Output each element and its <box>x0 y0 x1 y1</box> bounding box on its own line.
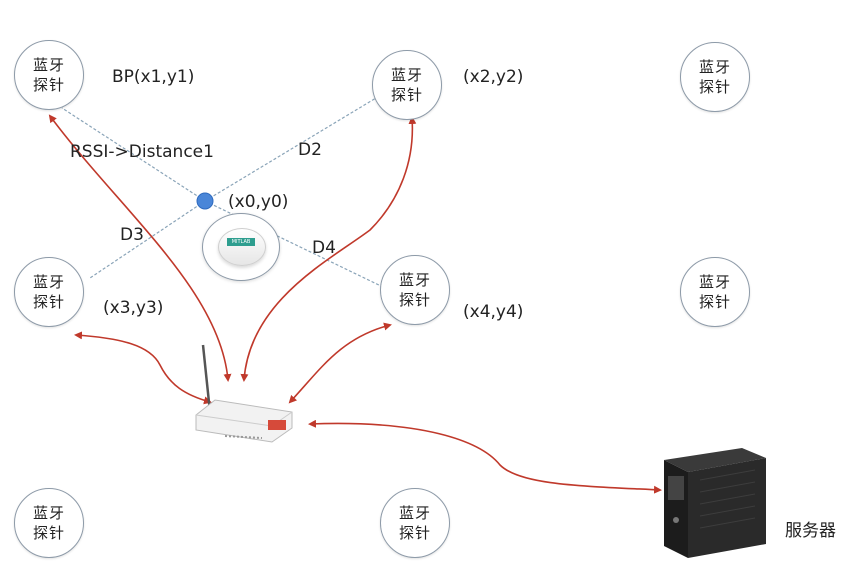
probe-label-line1: 蓝牙 <box>32 504 65 522</box>
bp-coordinate-label: BP(x1,y1) <box>112 67 195 87</box>
router-to-server-arrow <box>308 419 662 494</box>
probe-3: 蓝牙探针 <box>14 257 84 327</box>
router-to-probe1-arrow <box>48 114 232 382</box>
probe-4: 蓝牙探针 <box>380 255 450 325</box>
probe-label-line2: 探针 <box>32 524 65 542</box>
p3-coordinate-label: (x3,y3) <box>103 298 164 318</box>
probe-label-line1: 蓝牙 <box>32 56 65 74</box>
probe-label-line2: 探针 <box>32 293 65 311</box>
probe-label-line2: 探针 <box>398 524 431 542</box>
probe-1: 蓝牙探针 <box>14 40 84 110</box>
probe-label-line1: 蓝牙 <box>698 273 731 291</box>
probe-label-line1: 蓝牙 <box>398 271 431 289</box>
server-label: 服务器 <box>785 521 836 541</box>
p4-coordinate-label: (x4,y4) <box>463 302 524 322</box>
probe-label-line1: 蓝牙 <box>390 66 423 84</box>
d3-line <box>89 200 206 279</box>
server-tower <box>664 448 766 558</box>
p2-coordinate-label: (x2,y2) <box>463 67 524 87</box>
d2-line <box>204 97 377 202</box>
probe-bottom-center: 蓝牙探针 <box>380 488 450 558</box>
probe-bottom-left: 蓝牙探针 <box>14 488 84 558</box>
probe-label-line2: 探针 <box>698 78 731 96</box>
rssi-distance-label: RSSI->Distance1 <box>70 142 214 162</box>
probe-top-right: 蓝牙探针 <box>680 42 750 112</box>
probe-mid-right: 蓝牙探针 <box>680 257 750 327</box>
probe-label-line2: 探针 <box>390 86 423 104</box>
probe-label-line1: 蓝牙 <box>398 504 431 522</box>
d4-label: D4 <box>312 238 336 258</box>
probe-label-line2: 探针 <box>32 76 65 94</box>
probe-label-line1: 蓝牙 <box>32 273 65 291</box>
router <box>195 344 293 443</box>
probe-label-line1: 蓝牙 <box>698 58 731 76</box>
beacon-device: MITLAB <box>202 213 280 281</box>
d3-label: D3 <box>120 225 144 245</box>
probe-label-line2: 探针 <box>398 291 431 309</box>
router-to-probe3-arrow <box>74 331 212 405</box>
router-to-probe4-arrow <box>288 322 392 404</box>
d2-label: D2 <box>298 140 322 160</box>
probe-2: 蓝牙探针 <box>372 50 442 120</box>
position-dot <box>196 192 214 210</box>
beacon-brand-label: MITLAB <box>227 238 255 246</box>
router-to-probe2-arrow <box>240 116 417 382</box>
p0-coordinate-label: (x0,y0) <box>228 192 289 212</box>
probe-label-line2: 探针 <box>698 293 731 311</box>
